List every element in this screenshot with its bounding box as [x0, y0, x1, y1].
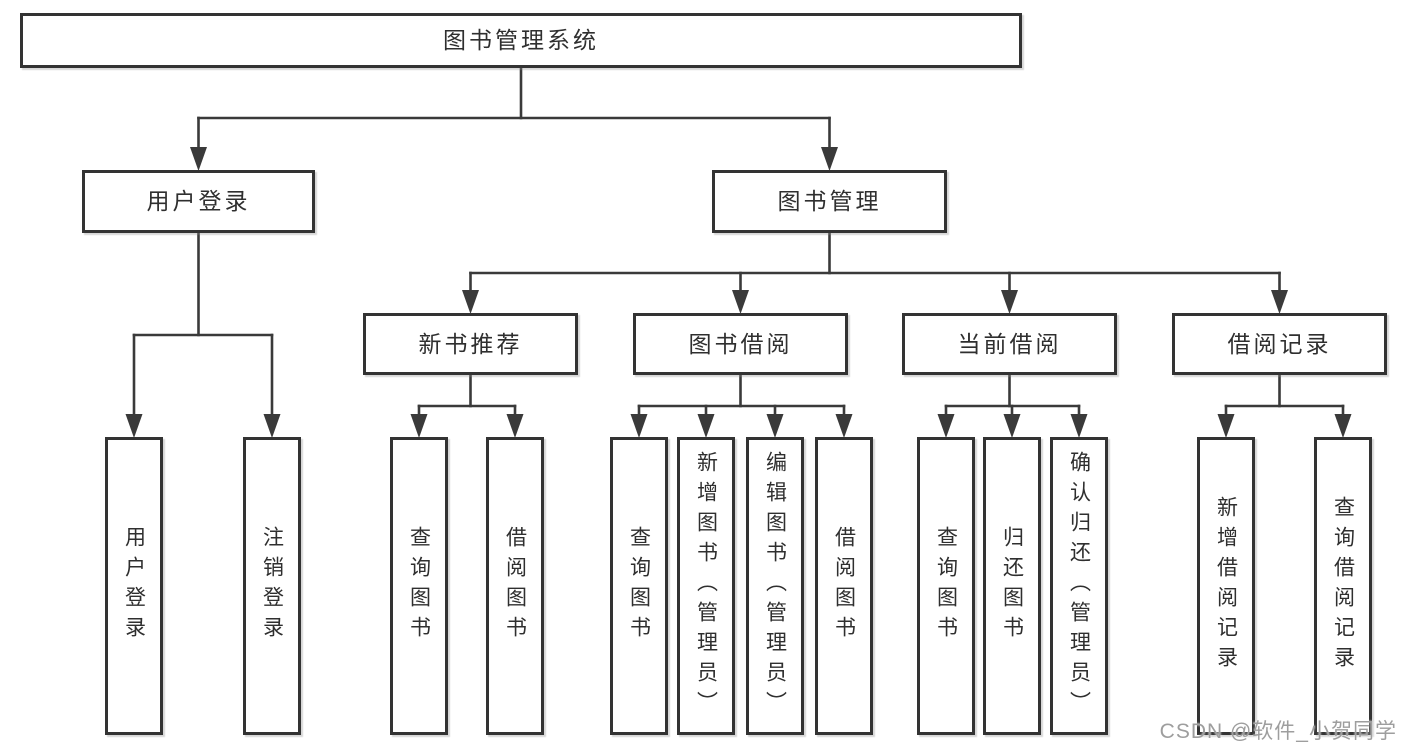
arrow-down-icon [835, 414, 853, 438]
arrow-down-icon [937, 414, 955, 438]
arrow-down-icon [1334, 414, 1352, 438]
node-label: 归还图书 [1000, 526, 1024, 646]
arrow-down-icon [732, 290, 749, 314]
node-bb-edit: 编辑图书（管理员） [746, 437, 804, 735]
node-label: 借阅图书 [503, 526, 527, 646]
node-current-borrow: 当前借阅 [902, 313, 1117, 375]
node-label: 查询借阅记录 [1331, 496, 1355, 676]
connector-current-borrow [937, 373, 1088, 438]
arrow-down-icon [125, 414, 143, 438]
node-label: 用户登录 [122, 526, 146, 646]
node-borrow-record: 借阅记录 [1172, 313, 1387, 375]
node-label: 借阅图书 [832, 526, 856, 646]
arrow-down-icon [263, 414, 281, 438]
connector-new-book-rec [410, 373, 524, 438]
arrow-down-icon [1070, 414, 1088, 438]
node-bb-add: 新增图书（管理员） [677, 437, 735, 735]
node-root: 图书管理系统 [20, 13, 1022, 68]
node-label: 查询图书 [407, 526, 431, 646]
node-label: 当前借阅 [957, 330, 1062, 357]
node-label: 确认归还（管理员） [1067, 451, 1091, 721]
arrow-down-icon [1271, 290, 1288, 314]
arrow-down-icon [190, 147, 207, 171]
node-label: 新增图书（管理员） [694, 451, 718, 721]
arrow-down-icon [766, 414, 784, 438]
node-book-mgmt: 图书管理 [712, 170, 947, 233]
connector-book-mgmt [462, 231, 1288, 314]
connector-borrow-record [1217, 373, 1352, 438]
node-cb-query: 查询图书 [917, 437, 975, 735]
node-label: 新书推荐 [418, 330, 523, 357]
node-label: 查询图书 [627, 526, 651, 646]
arrow-down-icon [821, 147, 838, 171]
node-op-logout: 注销登录 [243, 437, 301, 735]
arrow-down-icon [1003, 414, 1021, 438]
arrow-down-icon [1001, 290, 1018, 314]
node-user-login: 用户登录 [82, 170, 315, 233]
arrow-down-icon [630, 414, 648, 438]
node-label: 注销登录 [260, 526, 284, 646]
arrow-down-icon [506, 414, 524, 438]
node-cb-return: 归还图书 [983, 437, 1041, 735]
node-bb-query: 查询图书 [610, 437, 668, 735]
node-book-borrow: 图书借阅 [633, 313, 848, 375]
arrow-down-icon [462, 290, 479, 314]
node-label: 新增借阅记录 [1214, 496, 1238, 676]
watermark: CSDN @软件_小贺同学 [1159, 720, 1397, 743]
node-br-query: 查询借阅记录 [1314, 437, 1372, 735]
connector-book-borrow [630, 373, 853, 438]
node-nb-query: 查询图书 [390, 437, 448, 735]
node-new-book-rec: 新书推荐 [363, 313, 578, 375]
node-bb-borrow: 借阅图书 [815, 437, 873, 735]
node-label: 借阅记录 [1227, 330, 1332, 357]
arrow-down-icon [697, 414, 715, 438]
node-cb-confirm: 确认归还（管理员） [1050, 437, 1108, 735]
node-op-user-login: 用户登录 [105, 437, 163, 735]
node-nb-borrow: 借阅图书 [486, 437, 544, 735]
node-label: 编辑图书（管理员） [763, 451, 787, 721]
connector-root [190, 66, 838, 171]
node-label: 图书借阅 [688, 330, 793, 357]
arrow-down-icon [410, 414, 428, 438]
node-label: 查询图书 [934, 526, 958, 646]
node-label: 图书管理系统 [443, 27, 599, 53]
node-label: 用户登录 [146, 188, 251, 214]
arrow-down-icon [1217, 414, 1235, 438]
connector-user-login [125, 231, 281, 438]
node-label: 图书管理 [777, 188, 882, 214]
node-br-add: 新增借阅记录 [1197, 437, 1255, 735]
